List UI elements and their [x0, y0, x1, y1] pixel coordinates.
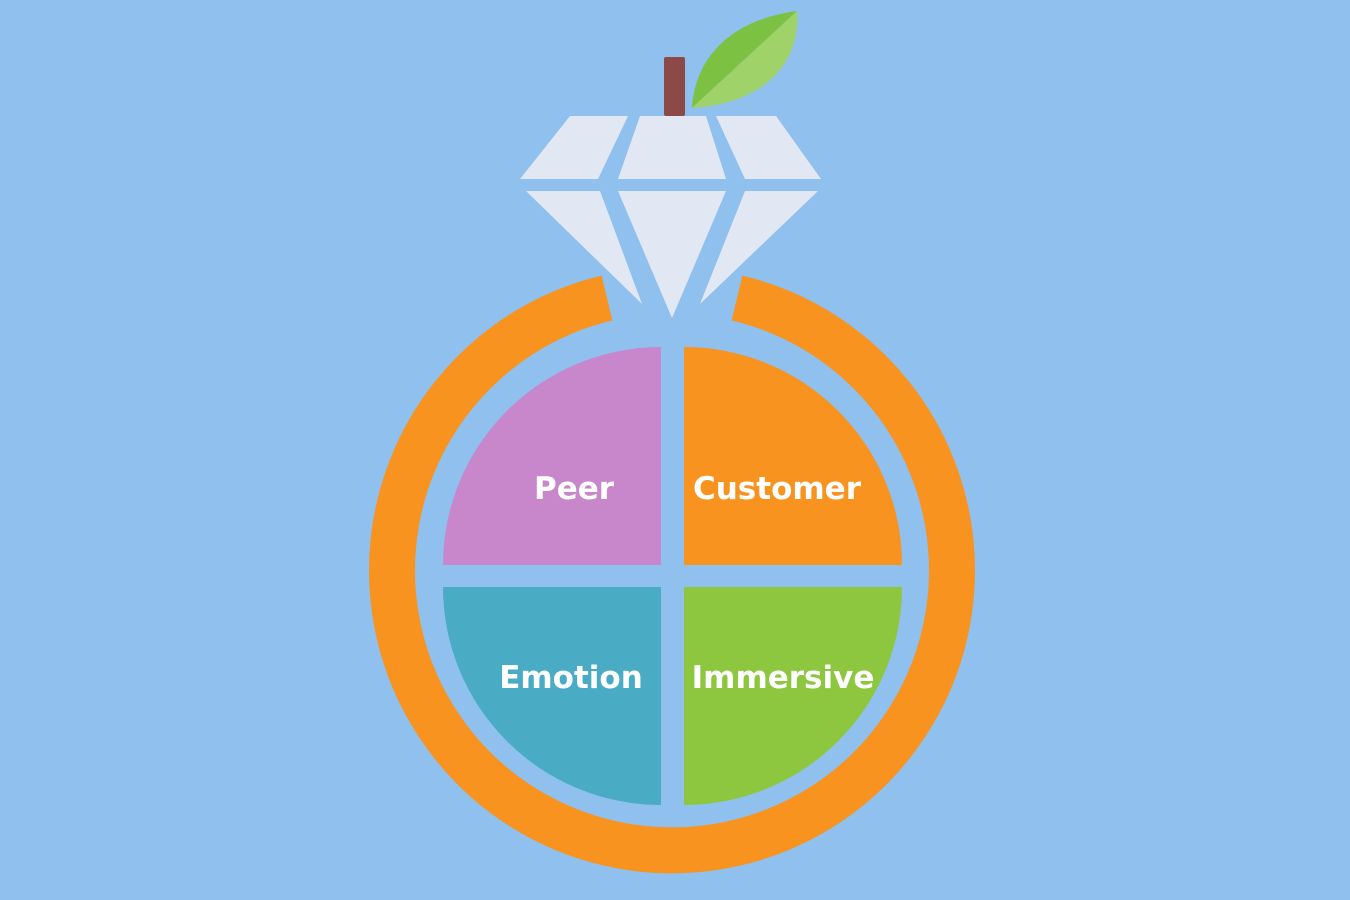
quadrant-peer: [443, 347, 661, 565]
leaf-light-half: [692, 11, 798, 108]
diamond-pavilion-left: [526, 191, 642, 304]
diamond-crown-left: [520, 116, 628, 179]
stem-icon: [664, 57, 685, 116]
quadrant-label-immersive: Immersive: [692, 660, 875, 696]
diamond-crown-center: [618, 116, 726, 179]
quadrant-customer: [684, 347, 902, 565]
quadrant-emotion: [443, 587, 661, 805]
diamond-crown-right: [716, 116, 821, 179]
quadrant-immersive: [684, 587, 902, 805]
diamond-icon: [520, 116, 821, 318]
quadrant-label-peer: Peer: [534, 471, 615, 507]
leaf-icon: [692, 11, 798, 108]
ring-band: [369, 275, 975, 874]
quadrant-label-emotion: Emotion: [499, 660, 643, 696]
diamond-pavilion-center: [618, 191, 726, 318]
quadrant-group: [443, 347, 902, 805]
diamond-pavilion-right: [700, 191, 818, 304]
quadrant-label-customer: Customer: [693, 471, 862, 507]
